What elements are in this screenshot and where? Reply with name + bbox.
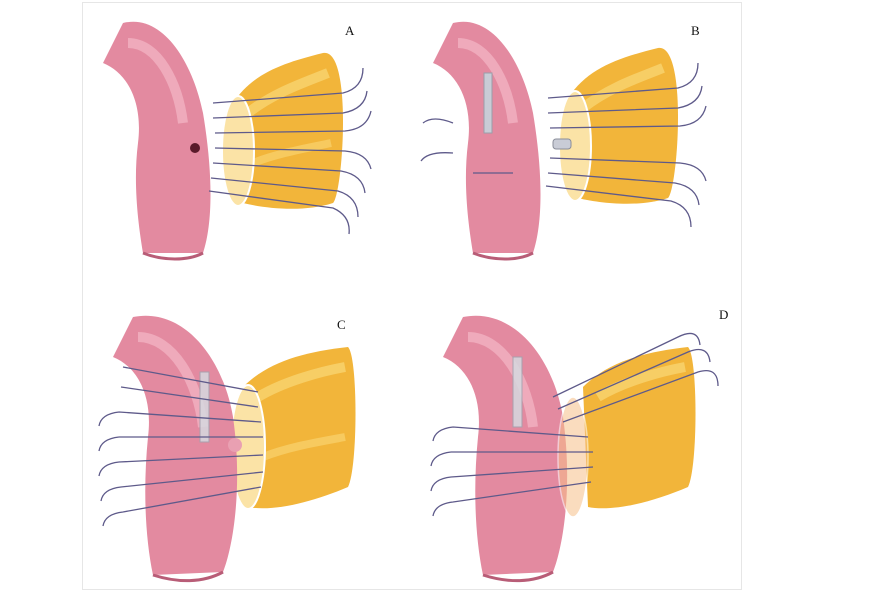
panel-c-illustration bbox=[98, 315, 356, 583]
panel-label-b: B bbox=[691, 23, 700, 38]
panel-label-d: D bbox=[719, 307, 729, 322]
bowel-loop bbox=[433, 21, 541, 254]
stent-tube bbox=[199, 371, 210, 443]
panel-b-illustration bbox=[420, 21, 707, 261]
stent-tube bbox=[512, 356, 523, 428]
panel-b: B bbox=[413, 3, 743, 297]
cut-surface bbox=[557, 396, 589, 518]
bowel-loop bbox=[443, 315, 568, 575]
bowel-loop bbox=[103, 21, 211, 254]
panel-d: D bbox=[413, 297, 743, 591]
panel-a: A bbox=[83, 3, 413, 297]
enterotomy bbox=[190, 143, 200, 153]
panel-label-a: A bbox=[345, 23, 355, 38]
panel-c: C bbox=[83, 297, 413, 591]
anastomosis-bulge bbox=[228, 438, 242, 452]
cut-surface bbox=[221, 95, 255, 207]
figure-frame: A B bbox=[82, 2, 742, 590]
panel-label-c: C bbox=[337, 317, 346, 332]
pancreas-fat bbox=[568, 47, 678, 204]
panel-d-illustration bbox=[430, 315, 719, 583]
stent-tip bbox=[552, 138, 572, 150]
panel-a-illustration bbox=[103, 21, 372, 261]
stent-tube bbox=[483, 72, 493, 134]
